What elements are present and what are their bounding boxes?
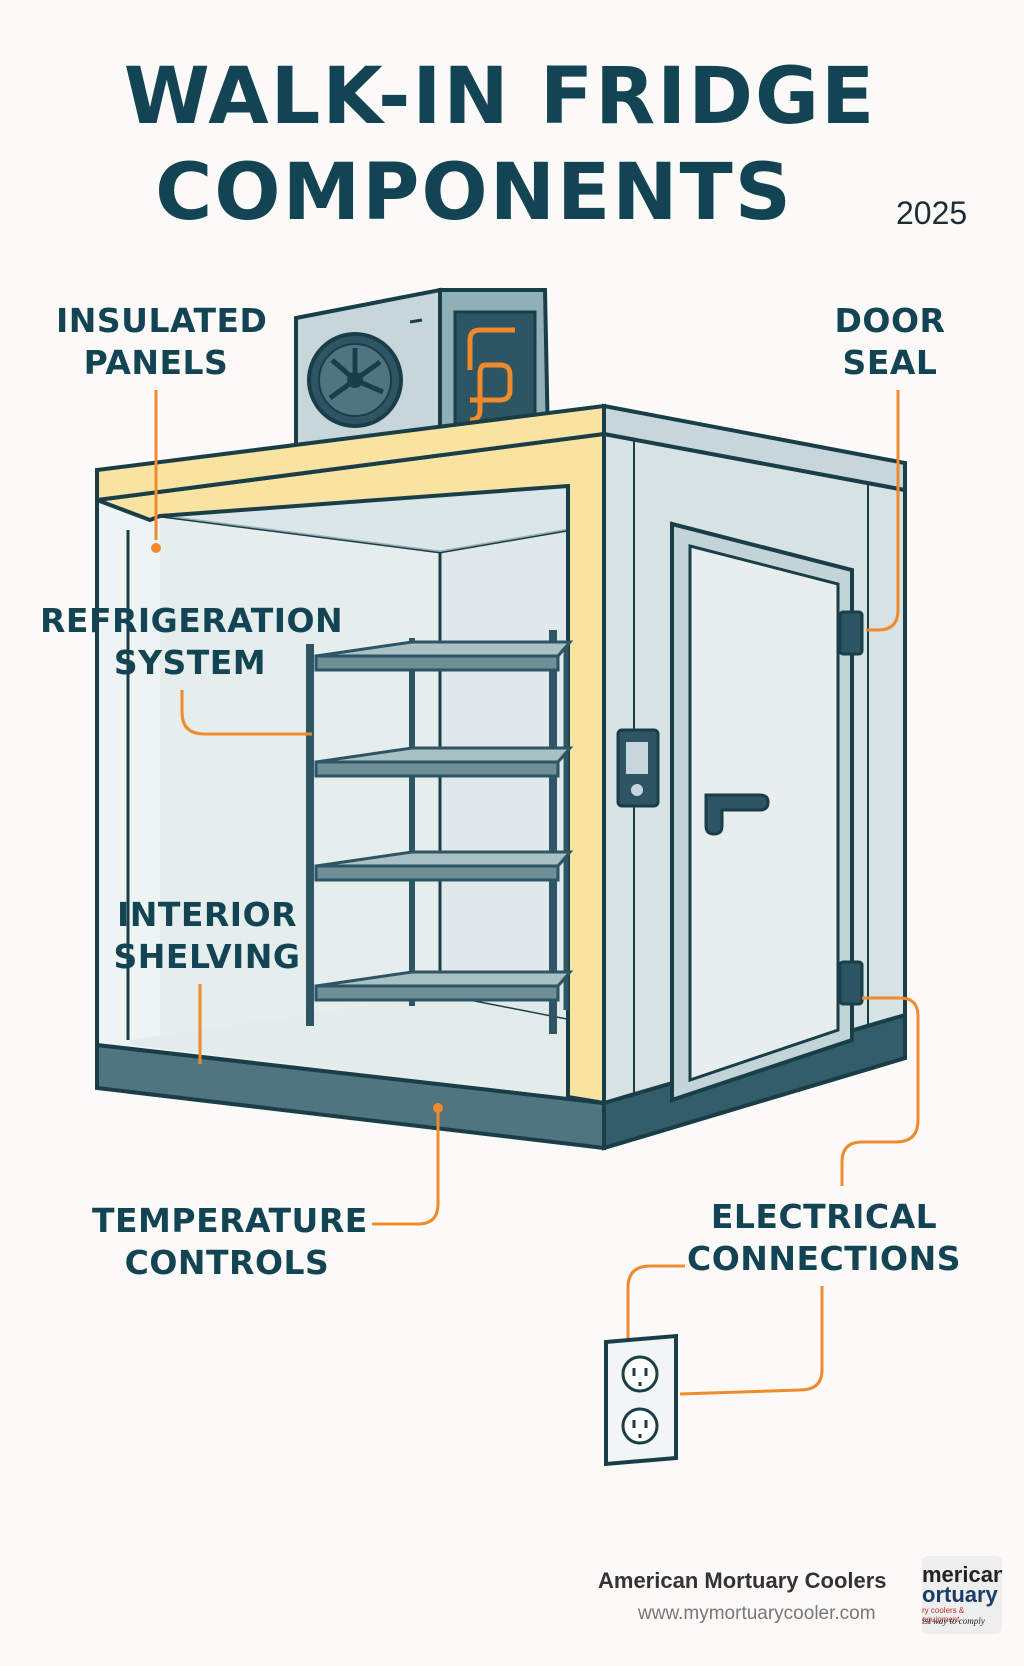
callout-interior-shelving: INTERIOR SHELVING [112, 894, 302, 978]
door [616, 521, 864, 1103]
title-line-2: COMPONENTS [155, 148, 793, 238]
title-year: 2025 [896, 195, 968, 231]
footer-company-name: American Mortuary Coolers [598, 1568, 887, 1593]
wall-outlet-icon [604, 1333, 678, 1467]
leader-electrical-top [840, 996, 920, 1186]
callout-line: INSULATED [56, 301, 268, 340]
callout-line: TEMPERATURE [92, 1201, 368, 1240]
callout-insulated-panels: INSULATED PANELS [56, 300, 268, 384]
logo-text-line: ry coolers & equipment [922, 1606, 965, 1624]
callout-electrical-connections: ELECTRICAL CONNECTIONS [684, 1196, 964, 1280]
leader-door-seal [866, 390, 900, 632]
logo-text-line: ist way to comply [922, 1616, 985, 1626]
door-hinge-top [838, 610, 864, 656]
footer-url[interactable]: www.mymortuarycooler.com [638, 1603, 876, 1624]
callout-line: SHELVING [113, 937, 301, 976]
insulated-panel-frame [95, 403, 907, 1106]
callout-line: DOOR [834, 301, 946, 340]
callout-line: PANELS [83, 343, 229, 382]
door-hinge-bottom [838, 960, 864, 1006]
title-line-1: WALK-IN FRIDGE [123, 52, 877, 142]
callout-refrigeration-system: REFRIGERATION SYSTEM [40, 600, 344, 684]
interior-shelving-unit [306, 630, 574, 1034]
logo-text-line: merican [922, 1562, 1002, 1587]
leader-electrical-outlet-right [679, 1286, 824, 1396]
callout-line: ELECTRICAL [710, 1197, 938, 1236]
callout-line: INTERIOR [116, 895, 298, 934]
callout-line: CONNECTIONS [687, 1239, 961, 1278]
callout-line: SEAL [842, 343, 938, 382]
callout-line: CONTROLS [124, 1243, 330, 1282]
leader-electrical-outlet-left [626, 1264, 685, 1340]
logo-text-line: ortuary [922, 1582, 998, 1607]
callout-line: REFRIGERATION [40, 601, 344, 640]
callout-temperature-controls: TEMPERATURE CONTROLS [92, 1200, 368, 1284]
condenser-unit [294, 287, 551, 473]
callout-line: SYSTEM [113, 643, 267, 682]
callout-door-seal: DOOR SEAL [826, 300, 954, 384]
leader-temperature-controls [372, 1108, 440, 1226]
leader-lines [151, 390, 920, 1396]
company-logo: merican ortuary ry coolers & equipment i… [922, 1556, 1002, 1634]
leader-refrigeration-system [180, 690, 312, 736]
door-handle-icon [704, 793, 770, 836]
